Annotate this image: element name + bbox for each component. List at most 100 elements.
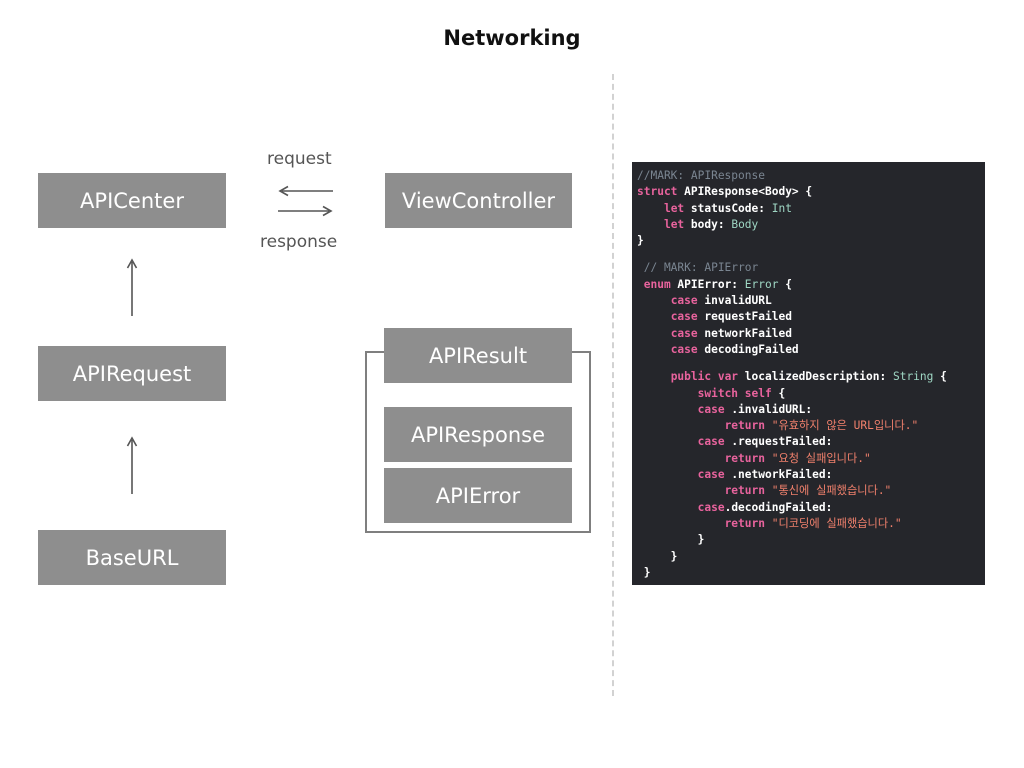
code-line: } <box>637 233 985 249</box>
code-token: case <box>670 294 698 308</box>
code-token <box>637 310 671 323</box>
code-line: struct APIResponse<Body> { <box>637 184 985 200</box>
code-token <box>637 370 671 383</box>
code-line: return "통신에 실패했습니다." <box>637 483 985 499</box>
section-divider <box>612 74 614 696</box>
code-line <box>637 249 985 260</box>
code-line <box>637 358 985 369</box>
code-token <box>637 419 725 432</box>
code-line: } <box>637 565 985 581</box>
code-token <box>637 484 725 497</box>
code-token: let <box>663 201 685 215</box>
code-token <box>637 452 725 465</box>
code-token <box>637 403 698 416</box>
code-line: public var localizedDescription: String … <box>637 369 985 385</box>
code-token: } <box>637 549 678 563</box>
code-token: } <box>637 565 651 579</box>
code-token: requestFailed <box>697 310 792 324</box>
code-token: .decodingFailed: <box>724 500 833 514</box>
code-token: switch self <box>697 386 772 400</box>
response-label: response <box>260 232 338 252</box>
code-token <box>637 435 698 448</box>
code-token: case <box>697 468 725 482</box>
code-token: Body <box>731 217 759 231</box>
code-token: return <box>724 484 765 498</box>
code-line: case.decodingFailed: <box>637 500 985 516</box>
code-token: localizedDescription: <box>738 370 893 384</box>
code-token <box>637 387 698 400</box>
code-line: case requestFailed <box>637 309 985 325</box>
api-result-box: APIResult <box>384 328 572 383</box>
code-token: Int <box>771 201 792 215</box>
base-url-box: BaseURL <box>38 530 226 585</box>
code-token: Error <box>744 277 779 291</box>
code-token: } <box>637 234 644 248</box>
code-token: "요청 실패입니다." <box>764 451 871 465</box>
code-token <box>637 202 664 215</box>
code-token: case <box>697 435 725 449</box>
code-line: enum APIError: Error { <box>637 277 985 293</box>
response-arrow <box>278 205 333 217</box>
code-token: decodingFailed <box>697 342 799 356</box>
code-token: { <box>933 370 947 384</box>
code-token: case <box>670 310 698 324</box>
code-line: case .requestFailed: <box>637 434 985 450</box>
code-line: } <box>637 549 985 565</box>
code-token: return <box>724 516 765 530</box>
code-token: } <box>637 533 705 547</box>
api-response-box: APIResponse <box>384 407 572 462</box>
code-token: APIResponse<Body> { <box>677 185 813 199</box>
code-line: return "요청 실패입니다." <box>637 451 985 467</box>
code-token: networkFailed <box>697 326 792 340</box>
api-request-box: APIRequest <box>38 346 226 401</box>
code-token <box>637 517 725 530</box>
code-line: case invalidURL <box>637 293 985 309</box>
code-token: .requestFailed: <box>724 435 833 449</box>
code-token: //MARK: APIResponse <box>637 169 765 182</box>
request-arrow <box>278 185 333 197</box>
code-line: let body: Body <box>637 217 985 233</box>
diagram-title: Networking <box>443 26 581 50</box>
code-line: case .invalidURL: <box>637 402 985 418</box>
baseurl-to-request-arrow <box>126 436 138 494</box>
code-line: case .networkFailed: <box>637 467 985 483</box>
code-line: return "유효하지 않은 URL입니다." <box>637 418 985 434</box>
code-token: APIError: <box>670 277 745 291</box>
code-token <box>637 294 671 307</box>
code-token: { <box>778 277 792 291</box>
code-token: "디코딩에 실패했습니다." <box>764 516 902 530</box>
code-token: .networkFailed: <box>724 468 833 482</box>
code-line: case decodingFailed <box>637 342 985 358</box>
code-token: case <box>697 500 725 514</box>
view-controller-box: ViewController <box>385 173 572 228</box>
code-token <box>637 468 698 481</box>
code-token: case <box>670 326 698 340</box>
code-token: { <box>771 386 786 400</box>
code-token: return <box>724 451 765 465</box>
code-token <box>637 327 671 340</box>
code-line: case networkFailed <box>637 326 985 342</box>
code-token: case <box>670 342 698 356</box>
code-snippet-panel: //MARK: APIResponse struct APIResponse<Bo… <box>632 162 985 585</box>
code-line: } <box>637 532 985 548</box>
code-token <box>637 343 671 356</box>
code-token: String <box>892 370 934 384</box>
code-token: // MARK: APIError <box>637 261 759 275</box>
api-error-box: APIError <box>384 468 572 523</box>
code-line: return "디코딩에 실패했습니다." <box>637 516 985 532</box>
code-token: .invalidURL: <box>724 402 813 416</box>
code-token <box>637 218 664 231</box>
code-token: "통신에 실패했습니다." <box>764 484 892 498</box>
code-token: struct <box>637 185 678 199</box>
code-line: let statusCode: Int <box>637 201 985 217</box>
request-label: request <box>267 149 332 169</box>
code-token: enum <box>637 277 671 291</box>
code-line: switch self { <box>637 386 985 402</box>
code-token: case <box>697 402 725 416</box>
api-center-box: APICenter <box>38 173 226 228</box>
code-token: public var <box>670 370 739 384</box>
code-token <box>637 501 698 514</box>
code-token: body: <box>684 217 732 231</box>
code-line: // MARK: APIError <box>637 260 985 276</box>
